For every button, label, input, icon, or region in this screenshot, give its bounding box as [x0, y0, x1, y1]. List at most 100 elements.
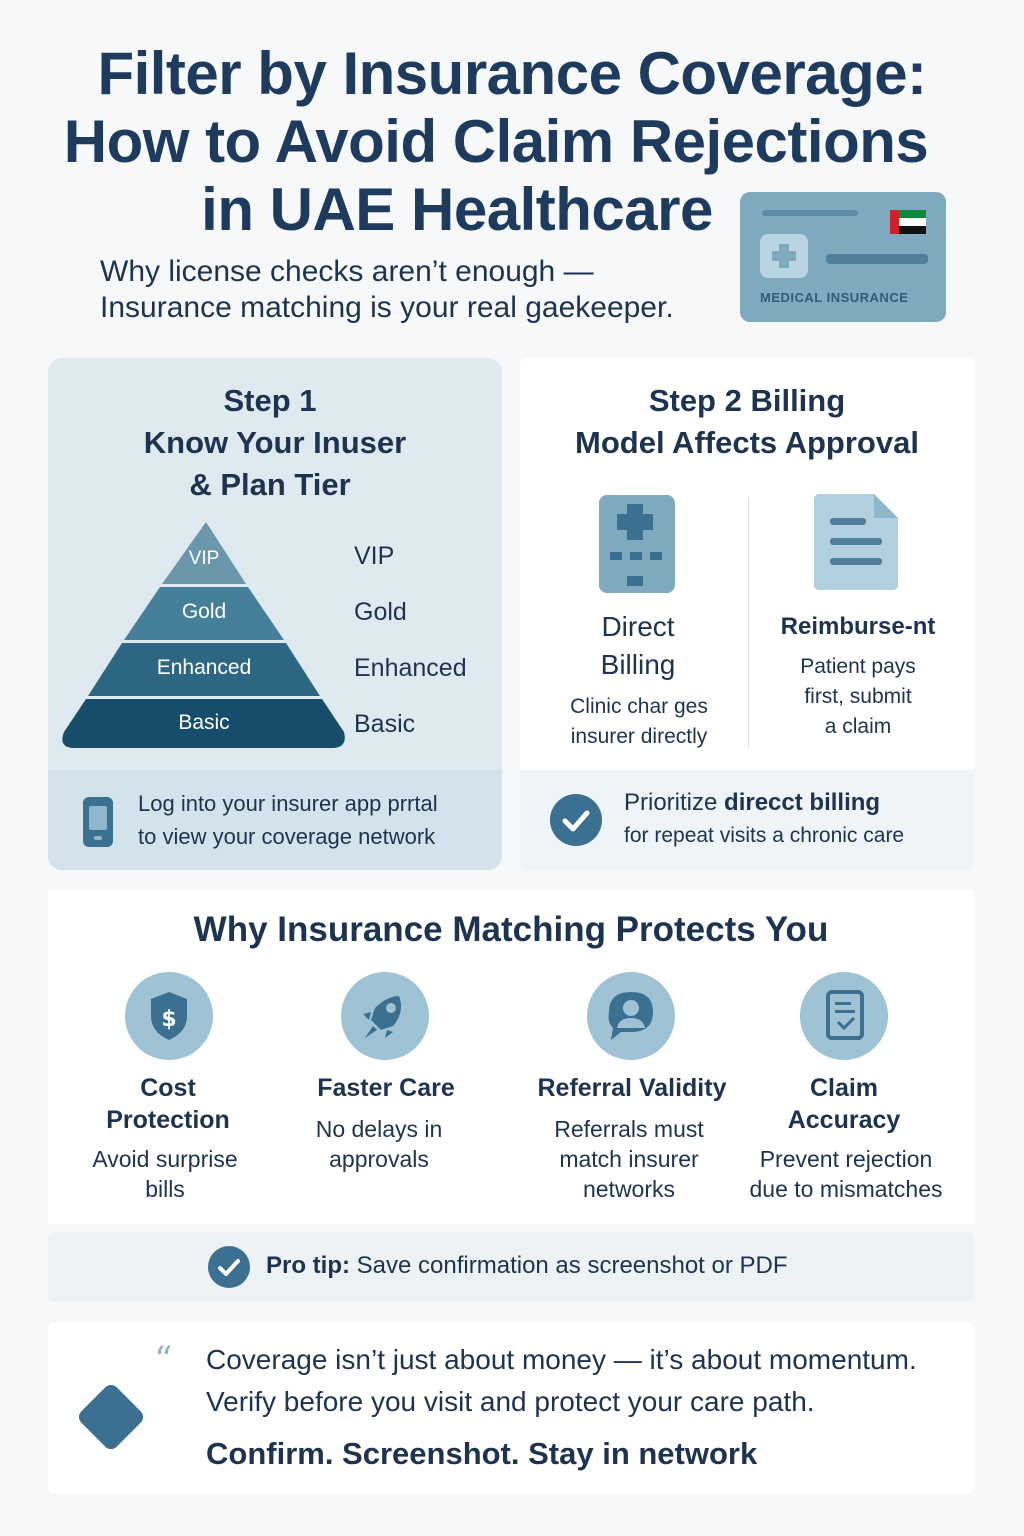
step2-title-line-2: Model Affects Approval	[575, 425, 919, 460]
title-line-1: Filter by Insurance Coverage:	[97, 40, 927, 107]
step1-tip-line-2: to view your coverage network	[138, 824, 436, 849]
step1-title-line-3: & Plan Tier	[189, 467, 351, 502]
tier-label-enhanced: Enhanced	[354, 654, 467, 682]
clipboard-check-icon	[800, 972, 888, 1060]
benefit-title-faster: Faster Care	[286, 1072, 486, 1104]
step1-panel: Step 1 Know Your Inuser & Plan Tier VIP …	[48, 358, 502, 870]
pyramid-basic-fill	[62, 699, 345, 748]
subtitle-line-2: Insurance matching is your real gaekeepe…	[100, 291, 674, 324]
quote-card: “ Coverage isn’t just about money — it’s…	[48, 1322, 974, 1494]
benefit-faster-desc-line-1: No delays in	[315, 1116, 443, 1142]
benefit-desc-referral: Referrals must match insurer networks	[524, 1114, 734, 1204]
diamond-icon	[75, 1381, 147, 1453]
step2-title-line-1: Step 2 Billing	[648, 383, 846, 418]
subtitle-line-1: Why license checks aren’t enough —	[100, 255, 594, 288]
benefit-cost-desc-line-2: bills	[145, 1176, 185, 1202]
pyramid-enhanced-fill	[88, 643, 320, 696]
check-icon	[550, 794, 602, 846]
step2-tip-bold: direcct billing	[724, 789, 881, 816]
benefit-title-referral: Referral Validity	[522, 1072, 742, 1104]
direct-billing-title: Direct Billing	[538, 608, 738, 684]
benefit-claim-title-line-1: Claim	[809, 1074, 879, 1102]
pro-tip-bar: Pro tip: Save confirmation as screenshot…	[48, 1232, 974, 1302]
benefit-desc-faster: No delays in approvals	[274, 1114, 484, 1174]
pyramid-vip-fill	[162, 522, 246, 584]
pyramid-tier-label-basic: Basic	[178, 711, 230, 734]
reimbursement-desc-line-1: Patient pays	[800, 655, 916, 678]
step2-tip-line-2: for repeat visits a chronic care	[624, 824, 905, 847]
check-icon	[208, 1246, 250, 1288]
title-line-2: How to Avoid Claim Rejections	[63, 108, 929, 175]
step2-tip-text: Prioritize direcct billing for repeat vi…	[624, 786, 904, 852]
tier-label-gold: Gold	[354, 598, 407, 626]
reimbursement-desc-line-2: first, submit	[804, 685, 912, 708]
reimbursement-desc-line-3: a claim	[824, 715, 892, 738]
benefit-cost-desc-line-1: Avoid surprise	[92, 1146, 238, 1172]
quote-line-1: Coverage isn’t just about money — it’s a…	[206, 1344, 917, 1375]
tier-label-basic: Basic	[354, 710, 416, 738]
billing-divider	[748, 498, 749, 748]
pro-tip-text: Pro tip: Save confirmation as screenshot…	[266, 1252, 788, 1280]
benefit-title-cost: Cost Protection	[68, 1072, 268, 1136]
document-icon	[814, 494, 898, 590]
step1-tip: Log into your insurer app prrtal to view…	[48, 770, 502, 870]
benefit-referral-title-line-1: Referral Validity	[537, 1074, 727, 1102]
subtitle: Why license checks aren’t enough — Insur…	[100, 254, 720, 326]
benefits-panel: Why Insurance Matching Protects You $ Co…	[48, 890, 974, 1224]
title-line-3: in UAE Healthcare	[201, 176, 713, 243]
benefit-desc-claim: Prevent rejection due to mismatches	[734, 1144, 958, 1204]
benefit-desc-cost: Avoid surprise bills	[60, 1144, 270, 1204]
pyramid-tier-label-gold: Gold	[181, 600, 227, 623]
benefit-claim-title-line-2: Accuracy	[787, 1106, 901, 1134]
page-title: Filter by Insurance Coverage: How to Avo…	[0, 40, 1024, 244]
benefit-faster-desc-line-2: approvals	[329, 1146, 429, 1172]
pyramid-gold-fill	[124, 587, 284, 640]
direct-billing-desc-line-1: Clinic char ges	[570, 695, 708, 718]
benefits-title: Why Insurance Matching Protects You	[193, 910, 829, 949]
quote-mark-icon: “	[154, 1340, 173, 1381]
chat-doctor-icon	[587, 972, 675, 1060]
shield-dollar-icon: $	[125, 972, 213, 1060]
benefit-referral-desc-line-1: Referrals must	[554, 1116, 704, 1142]
pro-tip-body: Save confirmation as screenshot or PDF	[350, 1252, 788, 1279]
rocket-icon	[341, 972, 429, 1060]
benefit-faster-title-line-1: Faster Care	[317, 1074, 455, 1102]
benefit-claim-desc-line-2: due to mismatches	[749, 1176, 943, 1202]
pro-tip-label: Pro tip:	[266, 1252, 350, 1279]
step1-tip-text: Log into your insurer app prrtal to view…	[138, 787, 438, 853]
quote-line-2: Verify before you visit and protect your…	[206, 1386, 815, 1417]
step2-tip-pre: Prioritize	[624, 789, 725, 816]
svg-text:$: $	[161, 1007, 176, 1032]
uae-flag-icon	[890, 210, 926, 234]
benefit-claim-desc-line-1: Prevent rejection	[759, 1146, 933, 1172]
step2-title: Step 2 Billing Model Affects Approval	[520, 380, 974, 464]
benefit-cost-title-line-2: Protection	[106, 1106, 230, 1134]
benefit-referral-desc-line-3: networks	[582, 1176, 676, 1202]
step1-tip-line-1: Log into your insurer app prrtal	[138, 791, 438, 816]
direct-billing-title-line-2: Billing	[600, 649, 676, 680]
benefit-title-claim: Claim Accuracy	[744, 1072, 944, 1136]
step2-panel: Step 2 Billing Model Affects Approval Di…	[520, 358, 974, 870]
direct-billing-desc-line-2: insurer directly	[570, 725, 708, 748]
quote-cta: Confirm. Screenshot. Stay in network	[206, 1436, 758, 1471]
benefit-referral-desc-line-2: match insurer	[559, 1146, 699, 1172]
direct-billing-title-line-1: Direct	[601, 611, 675, 642]
direct-billing-desc: Clinic char ges insurer directly	[534, 692, 744, 752]
medical-terminal-icon	[599, 495, 675, 593]
step2-tip: Prioritize direcct billing for repeat vi…	[520, 770, 974, 870]
benefit-cost-title-line-1: Cost	[140, 1074, 196, 1102]
pyramid-tier-label-vip: VIP	[188, 548, 220, 569]
pyramid-tier-label-enhanced: Enhanced	[156, 656, 252, 679]
medical-insurance-card-icon: MEDICAL INSURANCE	[740, 192, 946, 322]
step1-title-line-2: Know Your Inuser	[143, 425, 407, 460]
step1-title: Step 1 Know Your Inuser & Plan Tier	[48, 380, 502, 506]
tier-label-vip: VIP	[354, 542, 395, 570]
card-label: MEDICAL INSURANCE	[760, 290, 909, 305]
phone-icon	[83, 797, 113, 847]
medical-cross-icon	[760, 234, 808, 278]
step2-tip-line-1: Prioritize direcct billing	[624, 786, 904, 819]
plan-tier-pyramid	[62, 522, 345, 748]
step1-title-line-1: Step 1	[223, 383, 317, 418]
reimbursement-desc: Patient pays first, submit a claim	[756, 652, 960, 742]
reimbursement-title: Reimburse-nt	[780, 613, 936, 640]
